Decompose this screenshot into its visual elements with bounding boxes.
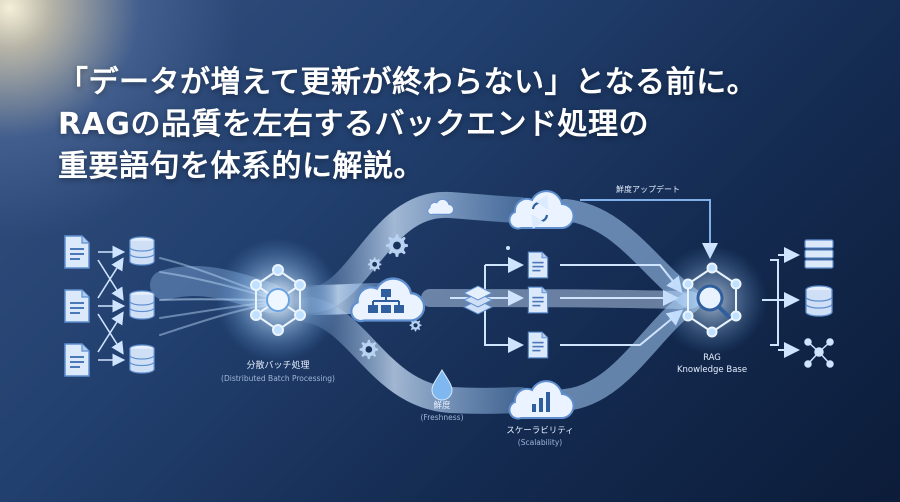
batch-label: 分散バッチ処理 bbox=[246, 359, 309, 371]
document-icon bbox=[527, 251, 549, 279]
batch-sublabel: (Distributed Batch Processing) bbox=[221, 374, 335, 383]
document-icon bbox=[64, 289, 90, 323]
database-icon bbox=[129, 290, 155, 320]
headline-line-1: 「データが増えて更新が終わらない」となる前に。 bbox=[58, 65, 758, 100]
layers-icon bbox=[462, 285, 494, 315]
document-icon bbox=[527, 286, 549, 314]
source-databases bbox=[129, 236, 155, 374]
network-node-icon bbox=[804, 338, 834, 368]
gear-icon bbox=[367, 257, 382, 272]
database-icon bbox=[129, 236, 155, 266]
update-label: 鮮度アップデート bbox=[616, 184, 680, 194]
network-node-icon bbox=[266, 288, 290, 312]
database-icon bbox=[805, 285, 833, 317]
water-drop-icon bbox=[431, 369, 453, 401]
cloud-sync-icon bbox=[508, 190, 575, 230]
rag-knowledge-base-hub bbox=[657, 245, 767, 355]
freshness-label: 鮮度 bbox=[433, 400, 451, 411]
batch-processing-hub bbox=[216, 238, 340, 362]
scalability-label: スケーラビリティ bbox=[506, 426, 574, 436]
cloud-chart-icon bbox=[508, 380, 575, 420]
source-connections bbox=[97, 245, 126, 367]
source-documents bbox=[64, 235, 90, 377]
output-brackets bbox=[762, 247, 800, 358]
gear-icon bbox=[359, 339, 379, 360]
headline-line-2: RAGの品質を左右するバックエンド処理の bbox=[58, 107, 649, 142]
sparkle-dot bbox=[506, 246, 510, 250]
headline: 「データが増えて更新が終わらない」となる前に。 RAGの品質を左右するバックエン… bbox=[58, 62, 757, 188]
database-icon bbox=[129, 344, 155, 374]
freshness-sublabel: (Freshness) bbox=[421, 413, 464, 422]
cloud-network-icon bbox=[350, 277, 426, 323]
gear-icon bbox=[386, 234, 408, 257]
document-icon bbox=[64, 235, 90, 269]
document-icon bbox=[527, 331, 549, 359]
server-stack-icon bbox=[804, 239, 834, 269]
rag-label: RAG bbox=[703, 353, 721, 363]
magnifier-icon bbox=[696, 284, 731, 319]
rag-sublabel: Knowledge Base bbox=[677, 365, 747, 375]
document-icon bbox=[64, 343, 90, 377]
scalability-sublabel: (Scalability) bbox=[518, 438, 562, 447]
headline-line-3: 重要語句を体系的に解説。 bbox=[58, 149, 424, 184]
